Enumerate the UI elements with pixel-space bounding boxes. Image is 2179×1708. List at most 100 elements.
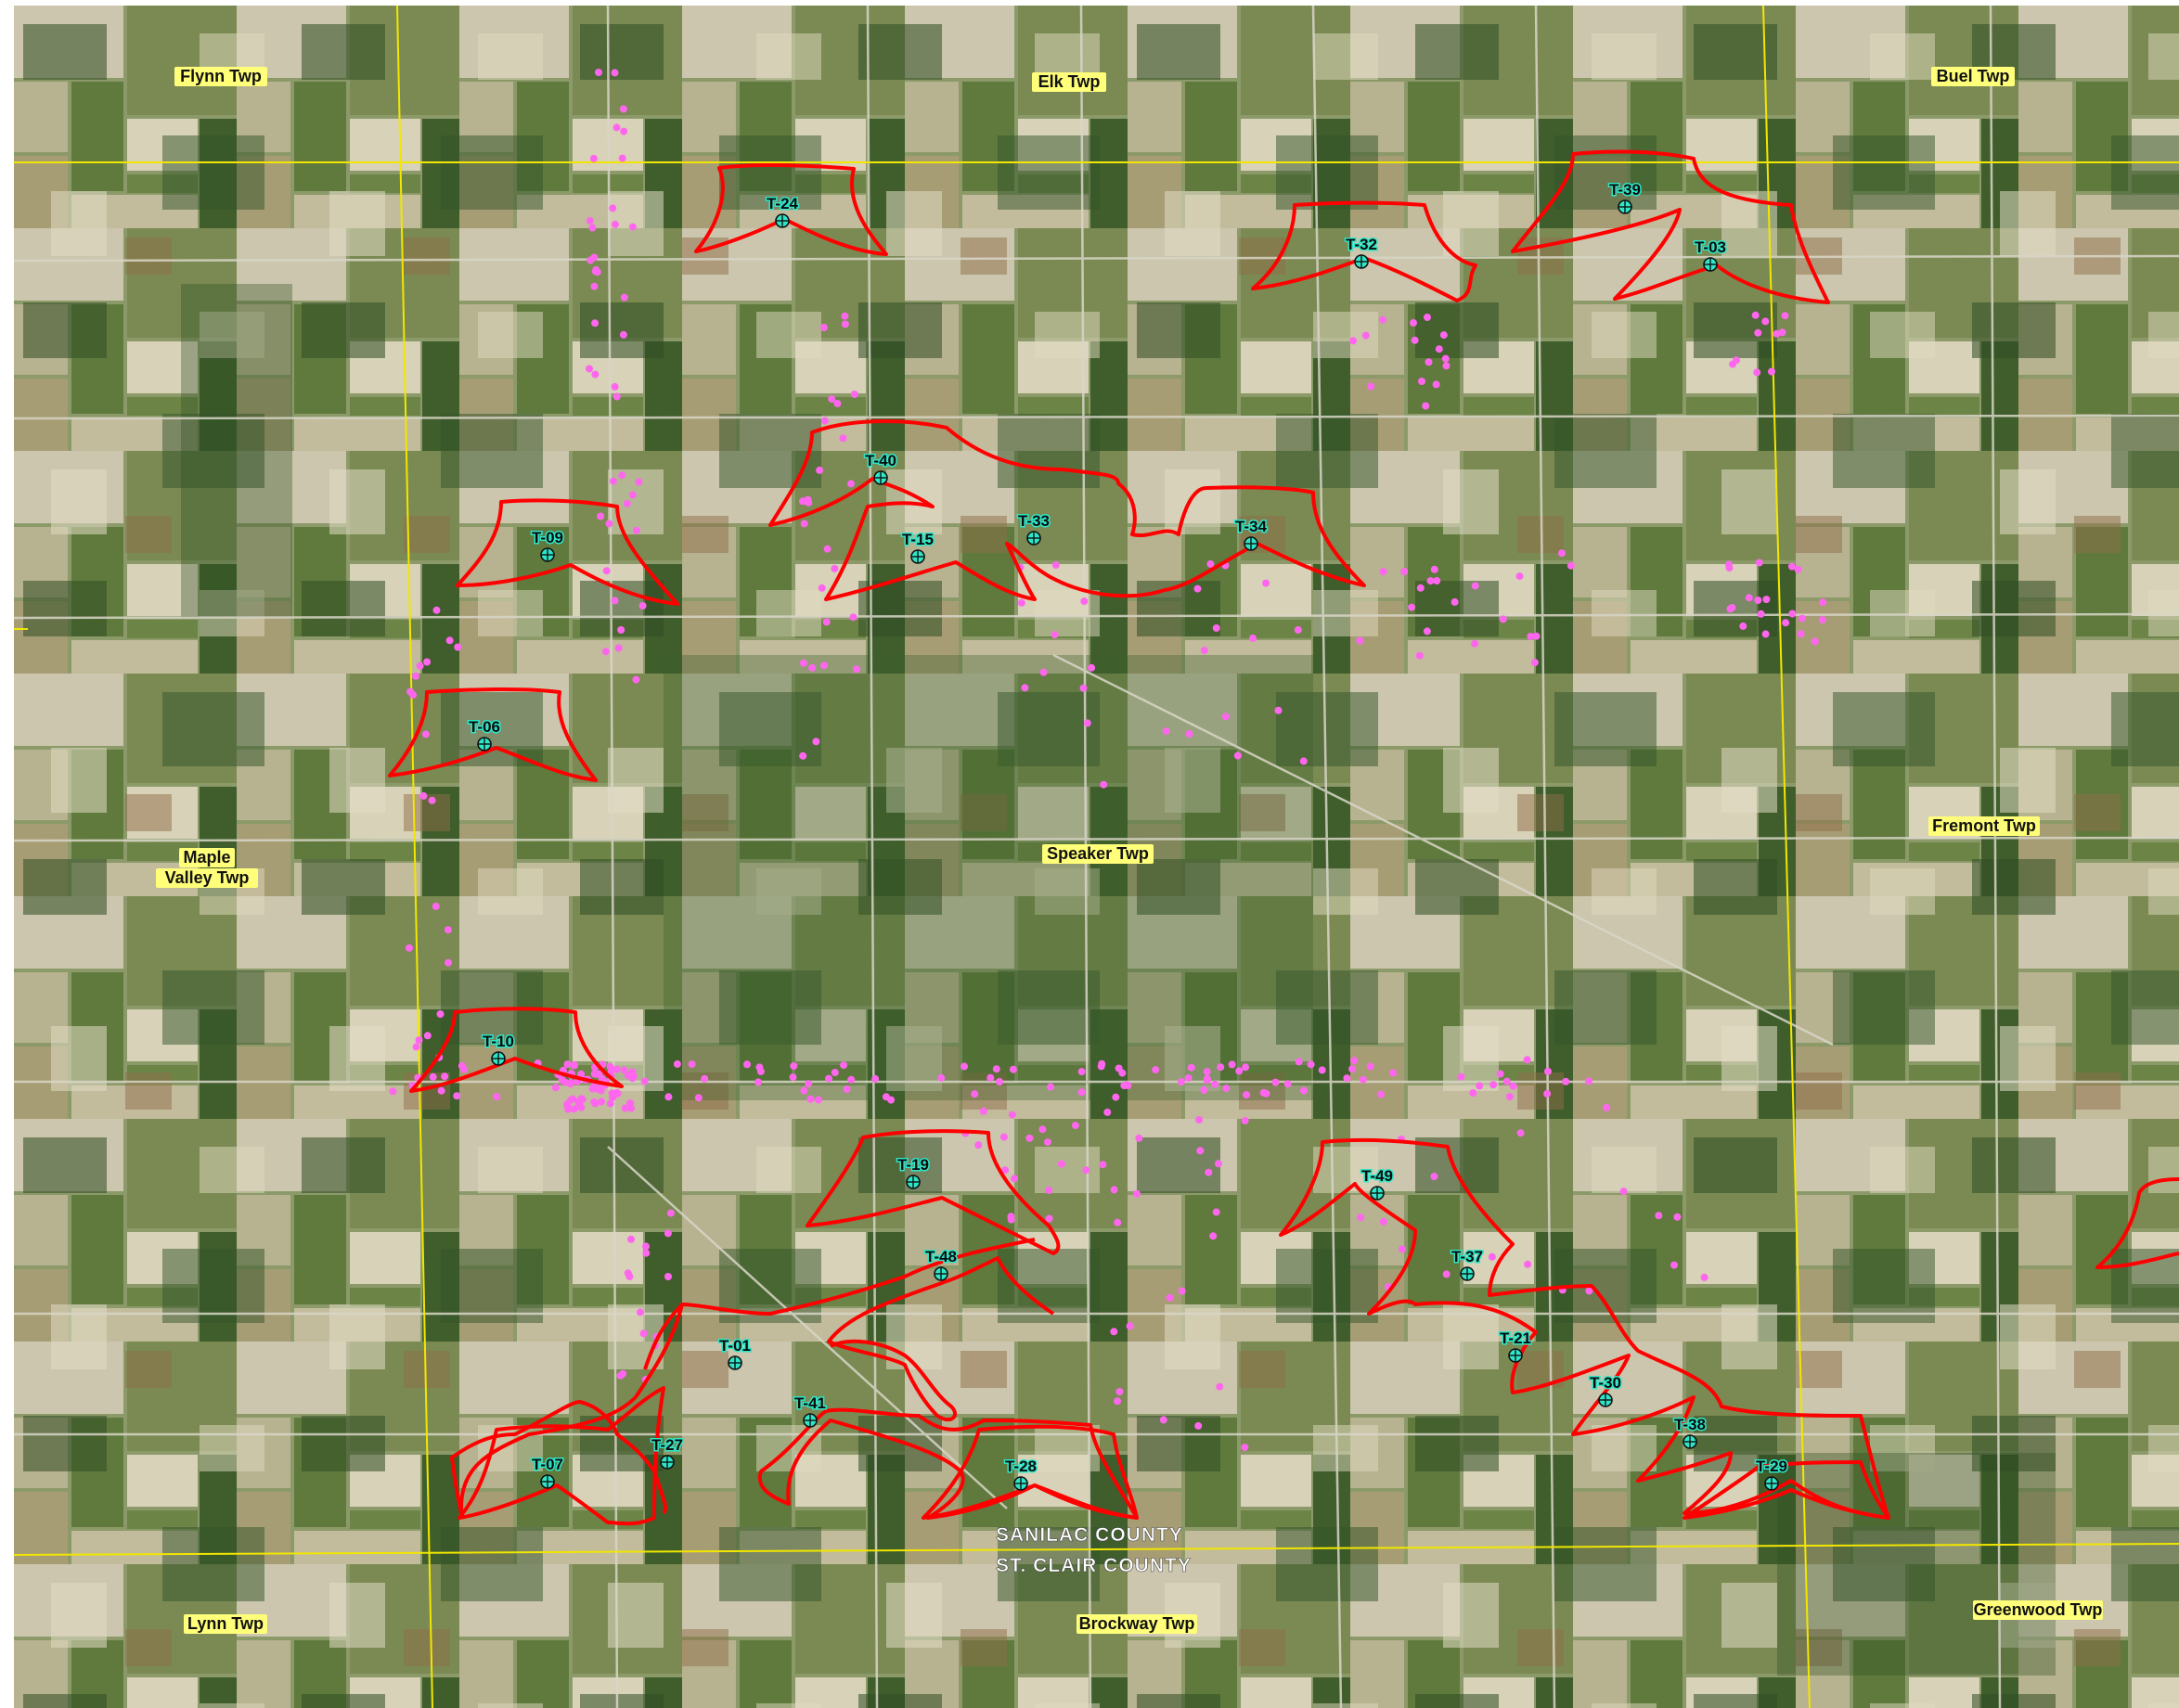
turbine-t-03[interactable]: T-03 [1693,238,1728,272]
receptor-dot-icon [1506,1093,1514,1101]
receptor-dot-icon [1418,378,1425,385]
receptor-dot-icon [1038,1125,1047,1134]
receptor-dot-icon [1071,1122,1079,1130]
receptor-dot-icon [849,613,857,622]
receptor-dot-icon [619,330,627,339]
receptor-dot-icon [999,1133,1008,1141]
aerial-map[interactable]: T-24T-32 T-39T-03T-40T-09 T-15 T-33 T-34T-06… [14,6,2179,1708]
receptor-dot-icon [664,1229,672,1238]
turbine-label: T-28 [1005,1458,1037,1475]
receptor-dot-icon [591,319,600,327]
receptor-dot-icon [598,1098,605,1106]
turbine-label: T-09 [532,529,563,546]
receptor-dot-icon [624,1072,632,1080]
receptor-dot-icon [611,597,619,605]
receptor-dot-icon [1400,568,1409,575]
receptor-dot-icon [1762,596,1771,604]
receptor-dot-icon [789,1073,797,1082]
receptor-dot-icon [642,1249,651,1257]
turbine-t-01[interactable]: T-01 [717,1336,753,1370]
receptor-dot-icon [1509,1082,1517,1090]
turbine-t-37[interactable]: T-37 [1450,1247,1485,1281]
receptor-dot-icon [1178,1287,1186,1295]
turbine-crosshair-icon [540,547,555,562]
receptor-dot-icon [1200,647,1208,655]
receptor-dot-icon [1673,1213,1682,1221]
turbine-t-29[interactable]: T-29 [1754,1457,1789,1491]
receptor-dot-icon [986,1073,995,1082]
receptor-dot-icon [1110,1186,1118,1194]
receptor-dot-icon [1209,1232,1218,1240]
turbine-label: T-03 [1695,238,1726,256]
receptor-dot-icon [1430,1173,1438,1181]
turbine-t-07[interactable]: T-07 [530,1455,565,1489]
turbine-t-39[interactable]: T-39 [1607,180,1643,214]
receptor-dot-icon [790,1062,798,1070]
turbine-crosshair-icon [1370,1186,1385,1201]
turbine-label: T-39 [1609,181,1641,199]
receptor-dot-icon [1432,380,1440,389]
turbine-t-33[interactable]: T-33 [1016,511,1051,546]
turbine-t-40[interactable]: T-40 [863,451,898,485]
receptor-dot-icon [589,154,598,162]
turbine-t-34[interactable]: T-34 [1233,517,1269,551]
receptor-dot-icon [1025,1134,1034,1142]
receptor-dot-icon [1307,1060,1315,1069]
contour-t29 [1683,1460,1890,1520]
turbine-label: T-06 [469,718,500,736]
receptor-dot-icon [814,1096,822,1104]
turbine-crosshair-icon [1026,531,1041,546]
turbine-t-10[interactable]: T-10 [481,1032,516,1066]
receptor-dot-icon [1811,637,1819,646]
receptor-dot-icon [1177,1078,1185,1086]
turbine-t-27[interactable]: T-27 [650,1435,685,1470]
county-label-st-clair: ST. CLAIR COUNTY [996,1555,1192,1576]
turbine-t-19[interactable]: T-19 [896,1155,931,1189]
turbine-label: T-24 [767,195,799,212]
turbine-t-48[interactable]: T-48 [923,1247,959,1281]
turbine-t-38[interactable]: T-38 [1672,1415,1708,1449]
contour-t10 [409,1007,624,1093]
receptor-dot-icon [971,1090,979,1098]
receptor-dot-icon [570,1105,578,1113]
turbine-t-32[interactable]: T-32 [1344,235,1379,269]
receptor-dot-icon [1166,1293,1174,1302]
turbine-label: T-32 [1346,236,1377,253]
receptor-dot-icon [1184,1073,1193,1082]
receptor-dot-icon [1299,757,1308,765]
turbine-t-06[interactable]: T-06 [467,717,502,751]
receptor-dot-icon [1757,610,1765,618]
receptor-dot-icon [1135,1134,1143,1142]
receptor-dot-icon [805,1080,813,1088]
turbine-label: T-19 [897,1156,929,1174]
receptor-dot-icon [1761,317,1770,326]
receptor-dot-icon [628,223,637,231]
turbine-t-21[interactable]: T-21 [1498,1329,1533,1363]
turbine-t-28[interactable]: T-28 [1003,1457,1038,1491]
turbine-t-41[interactable]: T-41 [793,1393,828,1428]
receptor-dot-icon [1585,1077,1592,1085]
turbine-t-49[interactable]: T-49 [1360,1166,1395,1201]
turbine-crosshair-icon [540,1474,555,1489]
receptor-dot-icon [595,69,602,76]
receptor-dot-icon [586,216,594,225]
turbine-t-30[interactable]: T-30 [1588,1373,1623,1407]
receptor-dot-icon [620,293,628,302]
receptor-dot-icon [1416,584,1425,592]
receptor-dot-icon [1754,328,1762,337]
contour-t49 [1279,1137,1890,1520]
receptor-dot-icon [1415,651,1424,660]
township-label-lynn-twp: Lynn Twp [184,1614,267,1634]
contour-t48 [643,1238,1055,1422]
turbine-crosshair-icon [477,737,492,751]
svg-text:Maple: Maple [183,848,230,867]
turbine-t-24[interactable]: T-24 [765,194,800,228]
turbine-t-09[interactable]: T-09 [530,528,565,562]
receptor-dot-icon [1457,1072,1465,1081]
turbine-t-15[interactable]: T-15 [900,530,935,564]
receptor-dot-icon [1567,561,1575,570]
receptor-dot-icon [591,1099,600,1108]
receptor-dot-icon [1379,315,1386,324]
receptor-dot-icon [445,636,454,645]
county-label-sanilac: SANILAC COUNTY [996,1524,1183,1546]
